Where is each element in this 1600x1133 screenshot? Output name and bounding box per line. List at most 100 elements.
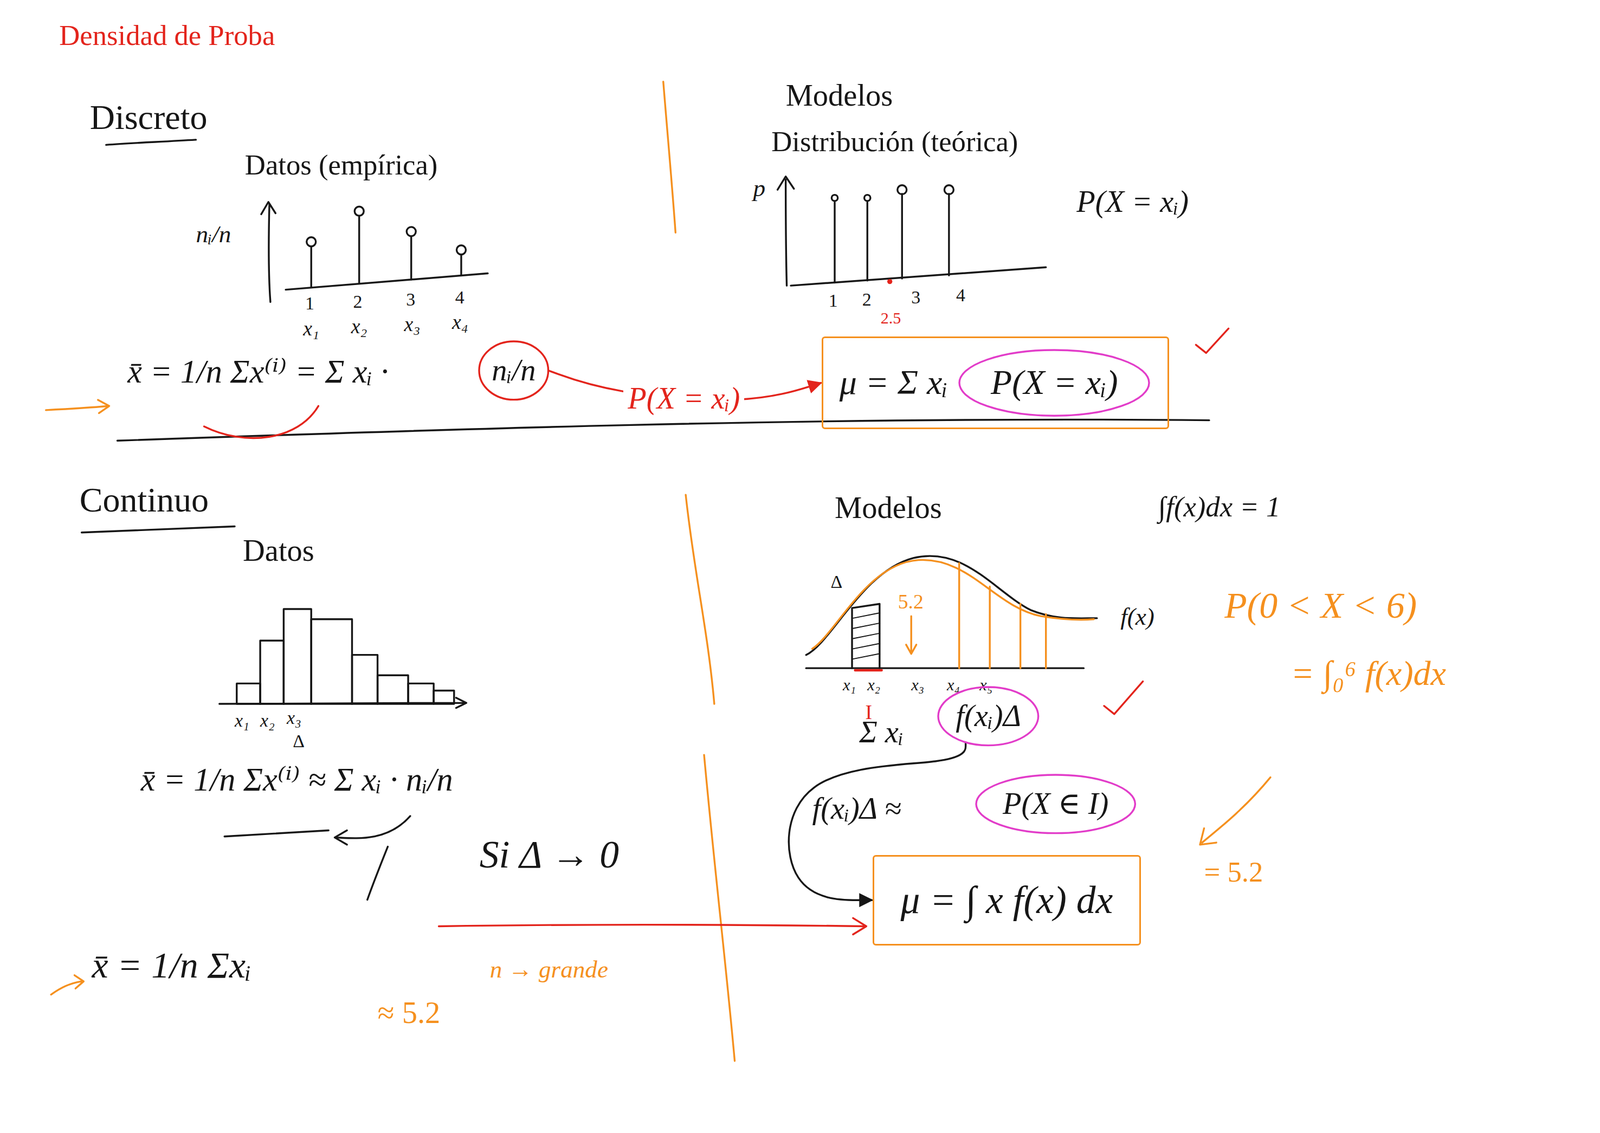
tick-label: x₄	[452, 310, 469, 335]
tick-label: 2.5	[880, 308, 902, 328]
histogram-bar	[377, 675, 409, 705]
histogram-bar	[236, 683, 261, 705]
tick-label: x₁	[234, 710, 250, 733]
tick-label: x₂	[867, 675, 881, 695]
node-text: μ = Σ xᵢ	[839, 362, 948, 404]
interval-label: Δ	[292, 730, 305, 753]
ellipse-outline	[976, 775, 1135, 834]
mean-box: μ = Σ xᵢ P(X = xᵢ)	[821, 336, 1170, 430]
tick-label: x₄	[946, 675, 960, 695]
histogram-bar	[433, 691, 455, 705]
pointer-arrow	[46, 400, 110, 414]
note: = 5.2	[1204, 855, 1264, 890]
divider	[704, 755, 735, 1062]
histogram-bar	[408, 683, 434, 705]
tick-label: x₂	[351, 314, 368, 339]
divider	[117, 419, 1210, 441]
pointer-arrow	[906, 616, 917, 655]
axis-label: p	[752, 173, 766, 203]
tick-label: x₁	[302, 316, 320, 341]
tick-label: x₁	[842, 675, 856, 695]
node-text: nᵢ/n	[491, 352, 536, 390]
tick-label: 3	[405, 288, 416, 312]
density-curve	[805, 556, 1098, 656]
histogram-bar	[352, 655, 378, 705]
edge-label: P(X = xᵢ)	[623, 379, 745, 419]
tick-label: 1	[828, 289, 838, 313]
note: Si Δ → 0	[479, 831, 619, 879]
node-text: f(xᵢ)Δ	[955, 698, 1021, 735]
circled-probability: P(X = xᵢ)	[957, 348, 1151, 418]
arrow-link	[788, 742, 966, 901]
circled-probability: P(X ∈ I)	[974, 773, 1137, 836]
pointer-arrow	[50, 975, 84, 996]
axis	[790, 267, 1047, 286]
axis	[805, 667, 1084, 669]
curve-label: f(x)	[1120, 602, 1155, 632]
circled-term: nᵢ/n	[477, 339, 551, 402]
stem	[311, 216, 462, 287]
note: n → grande	[489, 955, 609, 985]
interval-mark	[855, 669, 882, 673]
tick-label: x₃	[404, 312, 421, 337]
panel-heading: Datos (empírica)	[244, 147, 438, 183]
divider	[685, 494, 715, 705]
ellipse-outline	[959, 350, 1150, 416]
tick-label: 4	[956, 284, 966, 307]
note: 5.2	[898, 589, 924, 615]
stem-dot	[944, 185, 954, 195]
section-heading: Continuo	[79, 479, 209, 522]
tick-label: 4	[455, 286, 465, 309]
underline	[81, 526, 235, 533]
tick-label: 2	[352, 291, 363, 314]
stem-dot	[306, 237, 316, 247]
highlight-stroke	[204, 405, 319, 438]
underline	[224, 830, 329, 837]
stem-dot	[354, 206, 364, 216]
area-line	[959, 563, 1047, 669]
formula: x̄ = 1/n Σxᵢ	[91, 943, 251, 988]
limit-arrow	[439, 918, 867, 935]
formula: x̄ = 1/n Σx⁽ⁱ⁾ = Σ xᵢ ·	[127, 352, 389, 392]
hatching	[853, 613, 879, 660]
tick-label: 3	[911, 286, 921, 309]
check-mark	[1195, 328, 1229, 353]
histogram-bar	[283, 609, 312, 705]
underline	[106, 139, 197, 145]
pointer-arrow	[334, 816, 411, 900]
formula: Σ xᵢ	[859, 714, 904, 752]
axis	[777, 176, 795, 286]
panel-heading: Datos	[242, 532, 315, 570]
stem-dot	[406, 227, 416, 237]
divider	[663, 81, 676, 234]
interval-strip	[852, 604, 880, 669]
stem-dot	[456, 245, 466, 255]
mean-dot	[887, 279, 893, 285]
tick-label: x₂	[260, 710, 275, 733]
interval-label: Δ	[830, 571, 843, 594]
formula: P(0 < X < 6)	[1224, 583, 1417, 628]
node-text: P(X = xᵢ)	[990, 362, 1119, 404]
formula: x̄ = 1/n Σx⁽ⁱ⁾ ≈ Σ xᵢ · nᵢ/n	[140, 760, 454, 800]
histogram-bar	[260, 640, 284, 705]
stem	[834, 194, 950, 283]
stem-dot	[897, 185, 907, 195]
pointer-arrow	[1200, 777, 1271, 845]
formula: ∫f(x)dx = 1	[1158, 489, 1281, 525]
page-title: Densidad de Proba	[59, 18, 275, 53]
stem-dot	[864, 195, 871, 202]
tick-label: x₅	[979, 675, 993, 695]
check-mark	[1104, 681, 1144, 715]
formula: P(X = xᵢ)	[1076, 183, 1189, 221]
ellipse-outline	[938, 687, 1039, 746]
axis-label: nᵢ/n	[195, 219, 231, 249]
note: ≈ 5.2	[377, 995, 441, 1032]
formula: f(xᵢ)Δ ≈	[812, 790, 902, 828]
node-text: P(X ∈ I)	[1002, 785, 1109, 823]
tick-label: 2	[862, 288, 872, 312]
tick-label: x₃	[286, 707, 302, 730]
tick-label: 1	[305, 292, 315, 315]
ellipse-outline	[479, 341, 549, 400]
node-text: μ = ∫ x f(x) dx	[900, 876, 1114, 924]
formula: = ∫₀⁶ f(x)dx	[1291, 653, 1447, 695]
